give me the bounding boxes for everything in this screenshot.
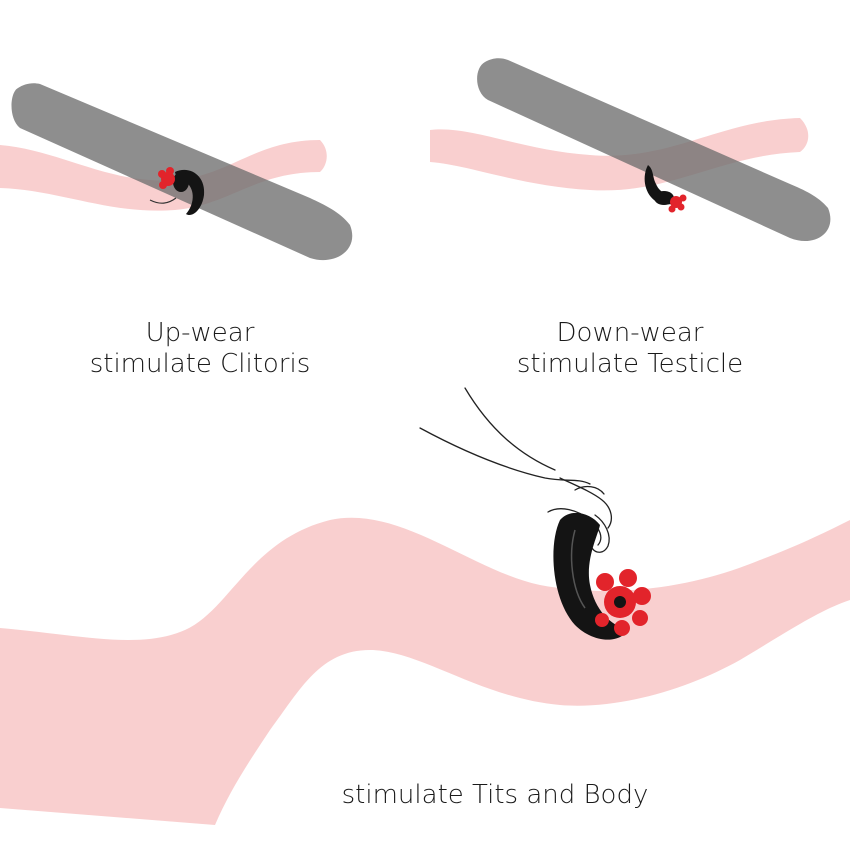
caption-body-line1: stimulate Tits and Body — [341, 780, 649, 810]
caption-up-wear-line2: stimulate Clitoris — [89, 348, 311, 379]
caption-down-wear: Down-wear stimulate Testicle — [480, 318, 780, 379]
up-wear-illustration — [0, 83, 353, 261]
pink-shaft-left — [0, 140, 327, 211]
petal-flower-icon — [668, 194, 687, 213]
petal-flower-icon — [158, 167, 175, 189]
gray-bar-right — [477, 58, 831, 242]
caption-down-wear-line1: Down-wear — [556, 318, 704, 348]
body-illustration — [0, 387, 850, 825]
cock-ring-device-right — [644, 165, 687, 213]
caption-body: stimulate Tits and Body — [250, 780, 740, 811]
down-wear-illustration — [430, 58, 831, 242]
cock-ring-device-large — [553, 512, 651, 640]
cock-ring-device-left — [149, 167, 205, 216]
hand-drawing — [419, 387, 613, 553]
caption-up-wear: Up-wear stimulate Clitoris — [40, 318, 360, 379]
caption-up-wear-line1: Up-wear — [145, 318, 255, 348]
caption-down-wear-line2: stimulate Testicle — [516, 348, 744, 379]
pink-body-shape — [0, 517, 850, 825]
pink-shaft-right — [430, 118, 809, 191]
